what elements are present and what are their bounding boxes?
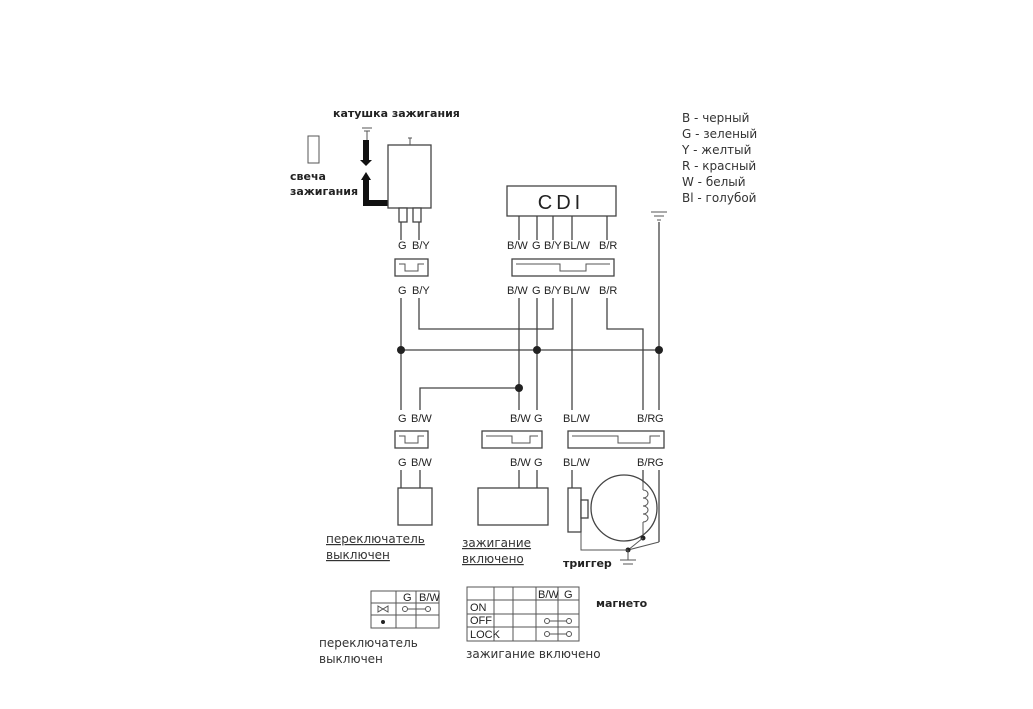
magneto-label: магнето bbox=[596, 597, 648, 610]
ignition-table: B/W G ON OFF LOCK bbox=[466, 586, 580, 642]
ign-table-row-label: LOCK bbox=[470, 629, 501, 641]
cdi-connector bbox=[511, 258, 615, 277]
ign-on-caption-line1: зажигание bbox=[462, 536, 531, 550]
cdi-wire-label: B/Y bbox=[544, 240, 562, 252]
ign-table-header: G bbox=[564, 589, 573, 601]
ignition-coil bbox=[360, 127, 432, 223]
coil-wire-label: B/Y bbox=[412, 285, 430, 297]
cdi-label: CDI bbox=[538, 192, 584, 214]
legend-item: W - белый bbox=[682, 175, 746, 189]
cdi-wire-label: G bbox=[532, 240, 541, 252]
switch-off-wire-label: G bbox=[398, 413, 407, 425]
legend-item: B - черный bbox=[682, 111, 749, 125]
ign-on-connector bbox=[481, 430, 543, 449]
switch-off-table: G B/W bbox=[370, 590, 440, 629]
ign-on-wire-label: B/W bbox=[510, 457, 531, 469]
legend-item: Bl - голубой bbox=[682, 191, 756, 205]
ign-table-row-label: ON bbox=[470, 602, 487, 614]
magneto-wire-label: BL/W bbox=[563, 457, 591, 469]
magneto-connector bbox=[567, 430, 665, 449]
switch-table-caption-line1: переключатель bbox=[319, 636, 418, 650]
coil-wire-label: G bbox=[398, 240, 407, 252]
trigger-label: триггер bbox=[563, 557, 612, 570]
cdi-wire-label: BL/W bbox=[563, 285, 591, 297]
switch-off-caption-line2: выключен bbox=[326, 548, 390, 562]
switch-off-icon bbox=[377, 605, 389, 613]
spark-plug-label-line1: свеча bbox=[290, 170, 326, 183]
spark-plug-label-line2: зажигания bbox=[290, 185, 358, 198]
magneto-wire-label: BL/W bbox=[563, 413, 591, 425]
switch-table-header: B/W bbox=[419, 592, 440, 604]
spark-plug bbox=[307, 135, 320, 164]
ign-on-wire-label: G bbox=[534, 457, 543, 469]
magneto-wire-label: G bbox=[655, 457, 664, 469]
switch-off-wire-label: B/W bbox=[411, 457, 432, 469]
trigger-coil bbox=[567, 487, 582, 533]
junction-dots bbox=[397, 346, 663, 392]
cdi-unit: CDI bbox=[506, 185, 617, 217]
switch-off-wire-label: G bbox=[398, 457, 407, 469]
cdi-wire-label: B/W bbox=[507, 240, 528, 252]
switch-off-caption-line1: переключатель bbox=[326, 532, 425, 546]
cdi-wire-label: B/R bbox=[599, 240, 617, 252]
legend-item: G - зеленый bbox=[682, 127, 757, 141]
coil-wire-label: G bbox=[398, 285, 407, 297]
coil-wire-label: B/Y bbox=[412, 240, 430, 252]
ign-on-wire-label: B/W bbox=[510, 413, 531, 425]
wiring bbox=[400, 216, 659, 410]
magneto-wire-label: G bbox=[655, 413, 664, 425]
ignition-switch bbox=[477, 487, 549, 526]
magneto-wire-label: B/R bbox=[637, 457, 655, 469]
ignition-coil-label: катушка зажигания bbox=[333, 107, 460, 120]
cdi-wire-label: B/W bbox=[507, 285, 528, 297]
cdi-wire-label: BL/W bbox=[563, 240, 591, 252]
magneto bbox=[567, 470, 660, 565]
cdi-wire-label: G bbox=[532, 285, 541, 297]
switch-on-icon bbox=[381, 620, 385, 624]
ign-table-header: B/W bbox=[538, 589, 559, 601]
ign-table-row-label: OFF bbox=[470, 615, 492, 627]
coil-connector bbox=[394, 258, 429, 277]
magneto-wire-label: B/R bbox=[637, 413, 655, 425]
legend-item: R - красный bbox=[682, 159, 756, 173]
switch-off-connector bbox=[394, 430, 429, 449]
ground-symbol bbox=[651, 211, 667, 410]
switch-table-caption-line2: выключен bbox=[319, 652, 383, 666]
ign-on-wire-label: G bbox=[534, 413, 543, 425]
switch-off-wire-label: B/W bbox=[411, 413, 432, 425]
switch-table-header: G bbox=[403, 592, 412, 604]
ign-on-caption-line2: включено bbox=[462, 552, 524, 566]
color-legend: B - черный G - зеленый Y - желтый R - кр… bbox=[681, 111, 757, 205]
ign-table-caption: зажигание включено bbox=[466, 647, 601, 661]
cdi-wire-label: B/Y bbox=[544, 285, 562, 297]
legend-item: Y - желтый bbox=[681, 143, 751, 157]
kill-switch bbox=[397, 487, 433, 526]
cdi-wire-label: B/R bbox=[599, 285, 617, 297]
